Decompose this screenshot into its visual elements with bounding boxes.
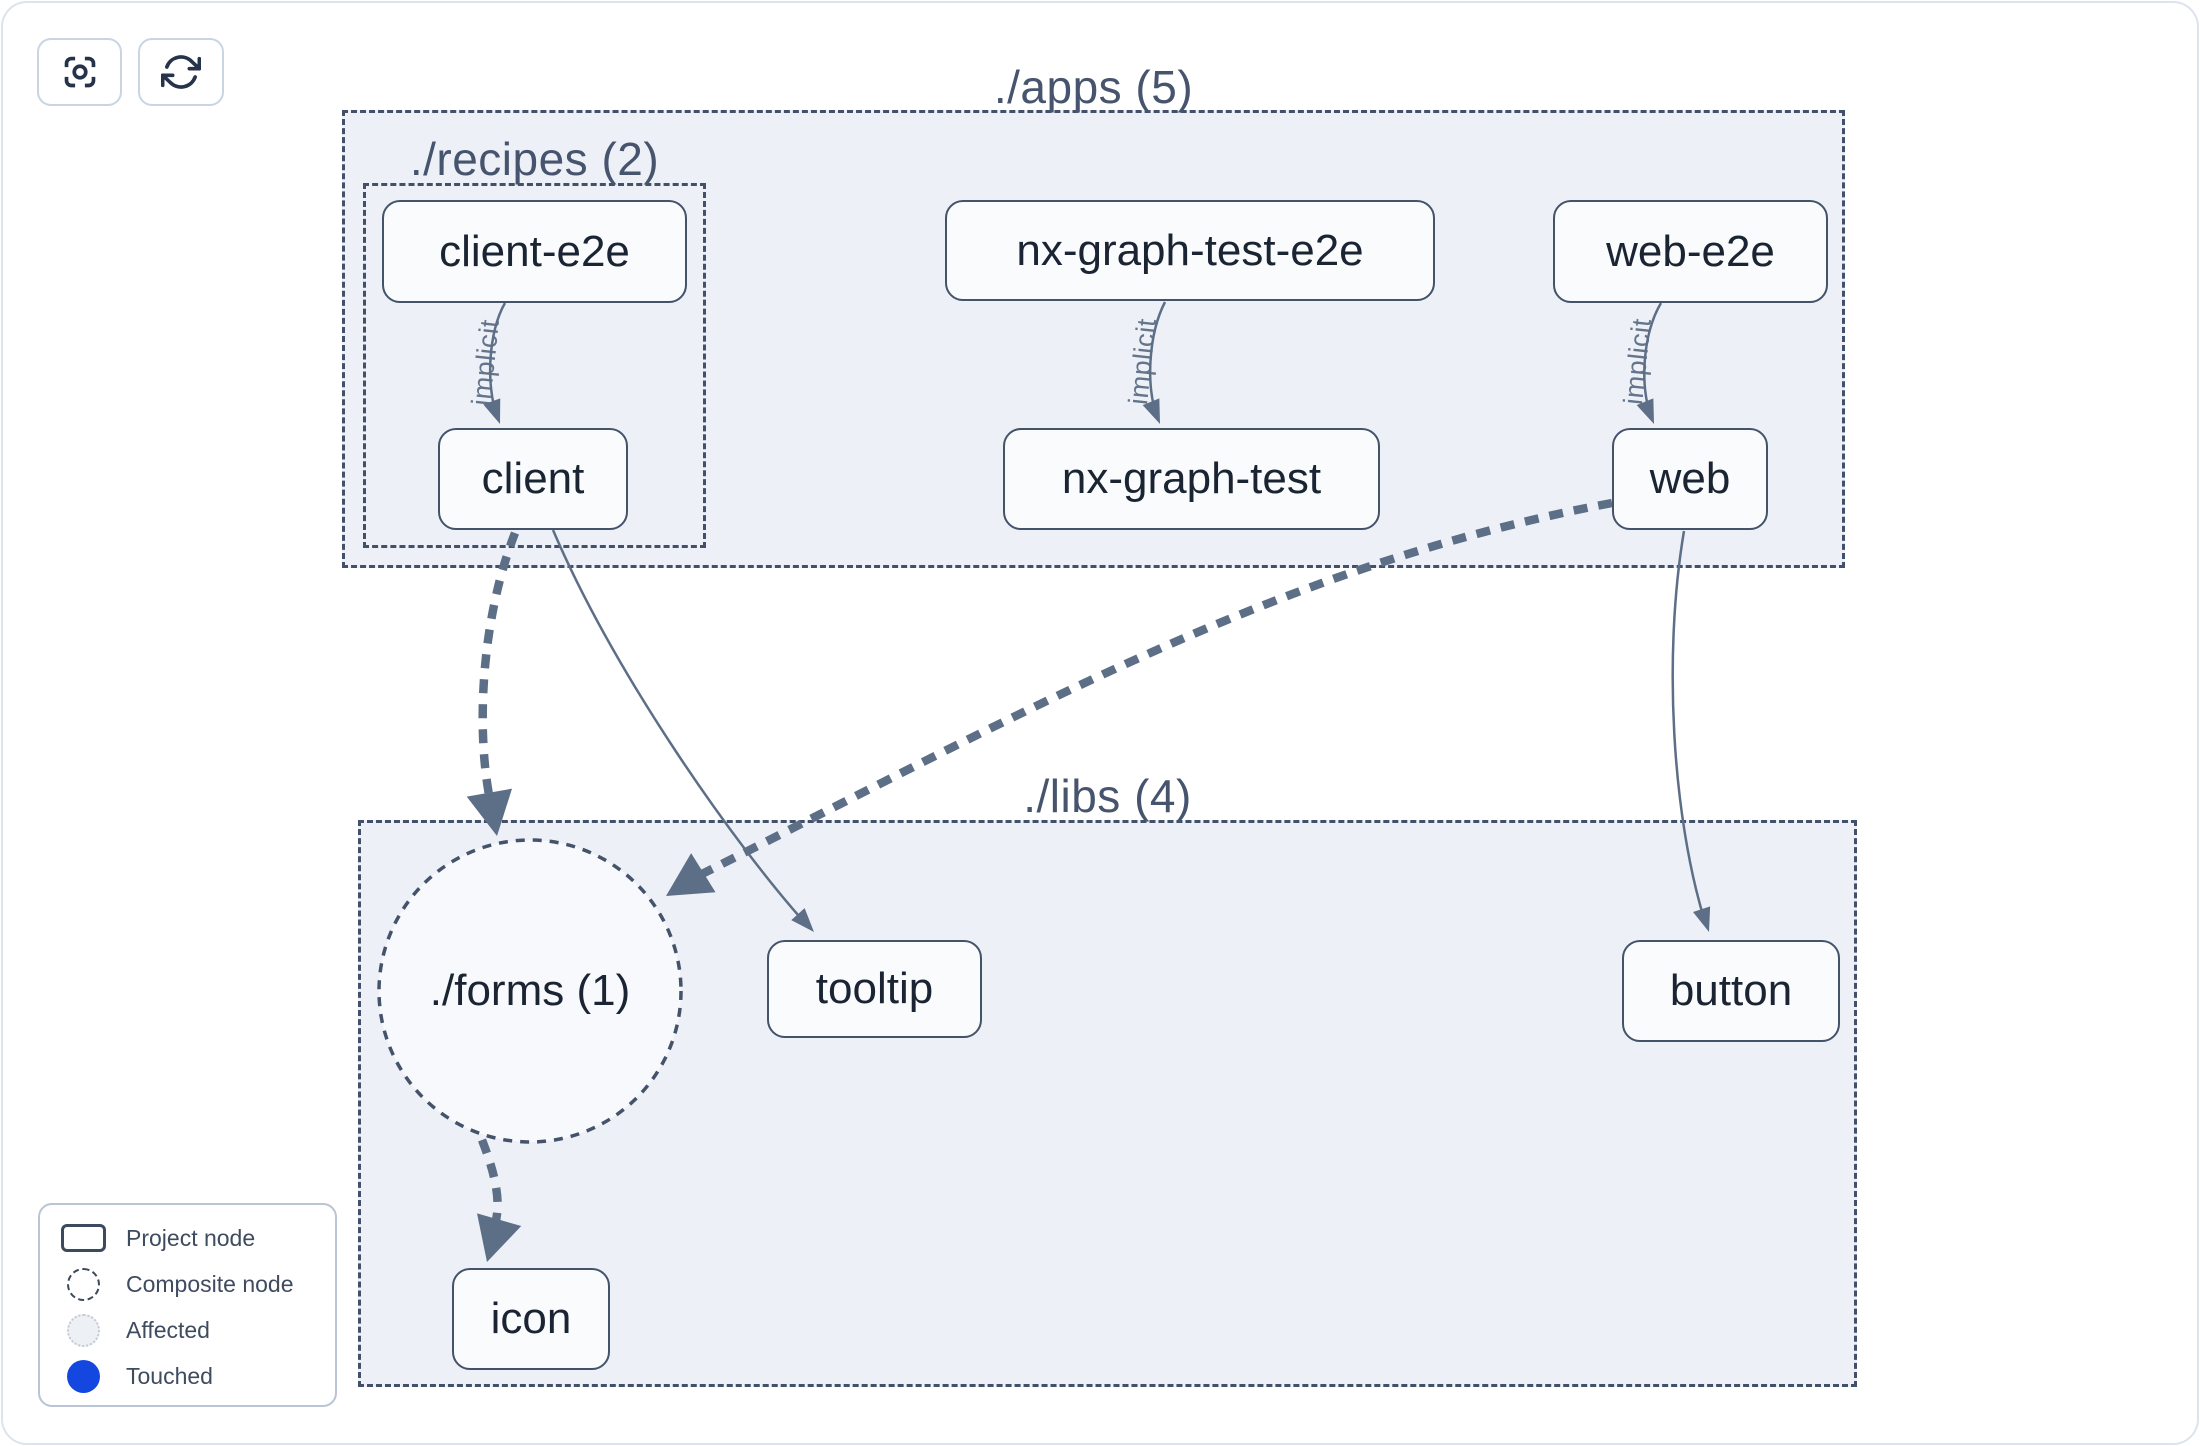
focus-reset-button[interactable] [37, 38, 122, 106]
legend-label-composite-node: Composite node [126, 1270, 294, 1297]
affected-symbol [66, 1313, 100, 1347]
group-title-libs: ./libs (4) [1023, 770, 1192, 822]
node-nx-graph-test-e2e[interactable]: nx-graph-test-e2e [945, 200, 1435, 301]
composite-node-symbol [66, 1267, 100, 1301]
node-tooltip[interactable]: tooltip [767, 940, 982, 1038]
group-recipes [363, 183, 706, 548]
legend-row-touched: Touched [40, 1353, 335, 1399]
legend-label-affected: Affected [126, 1316, 210, 1343]
refresh-icon [161, 52, 201, 92]
legend: Project node Composite node Affected Tou… [38, 1203, 337, 1407]
node-web-e2e[interactable]: web-e2e [1553, 200, 1828, 303]
node-web[interactable]: web [1612, 428, 1768, 530]
node-button[interactable]: button [1622, 940, 1840, 1042]
legend-row-project-node: Project node [40, 1215, 335, 1261]
refresh-button[interactable] [138, 38, 224, 106]
composite-node-forms-label: ./forms (1) [429, 966, 631, 1015]
group-title-apps: ./apps (5) [993, 61, 1194, 113]
touched-symbol [66, 1359, 100, 1393]
node-icon[interactable]: icon [452, 1268, 610, 1370]
node-nx-graph-test[interactable]: nx-graph-test [1003, 428, 1380, 530]
legend-label-touched: Touched [126, 1362, 213, 1389]
group-title-recipes: ./recipes (2) [409, 133, 660, 185]
legend-label-project-node: Project node [126, 1224, 256, 1251]
project-node-symbol [60, 1224, 106, 1252]
legend-row-composite-node: Composite node [40, 1261, 335, 1307]
composite-node-forms[interactable]: ./forms (1) [379, 840, 681, 1142]
node-client[interactable]: client [438, 428, 628, 530]
focus-icon [59, 51, 101, 93]
legend-row-affected: Affected [40, 1307, 335, 1353]
edge-client-forms [478, 531, 519, 801]
node-client-e2e[interactable]: client-e2e [382, 200, 687, 303]
